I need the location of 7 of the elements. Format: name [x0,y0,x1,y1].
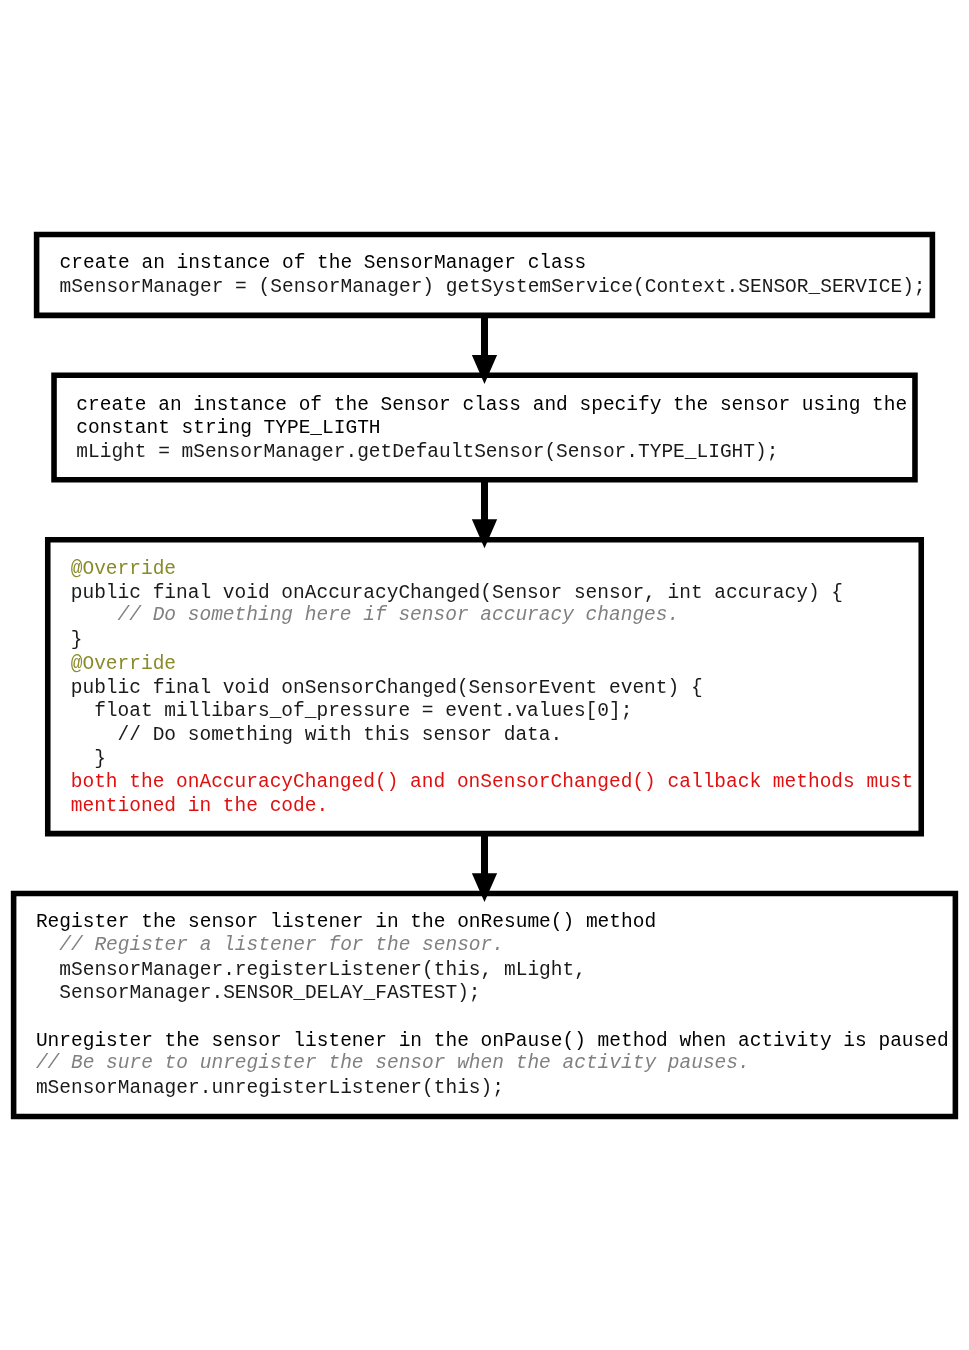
node-box: create an instance of the SensorManager class mSensorManager = (SensorManager) getSystemService(Context.SENSOR_SERVICE); [33,231,936,318]
node-box: @Override public final void onAccuracyChanged(Sensor sensor, int accuracy) { // Do something here if sensor accuracy changes. } @Override public final void onSensorChanged(SensorEvent event) { float millibars_of_pressure = event.values[0]; // Do something with this sensor data. } both the onAccuracyChanged() and onSensorChanged() callback methods must mentioned in the code. [44,536,925,836]
node-box: create an instance of the Sensor class and specify the sensor using the constant string TYPE_LIGTH mLight = mSensorManager.getDefaultSensor(Sensor.TYPE_LIGHT); [51,372,918,483]
arrow [471,833,498,902]
node-box: Register the sensor listener in the onResume() method // Register a listener for the sensor. mSensorManager.registerListener(this, mLight, SensorManager.SENSOR_DELAY_FASTEST); Unregister the sensor listener in the onPause() method when activity is paused // Be sure to unregister the sensor when the activity pauses. mSensorManager.unregisterListener(this); [10,890,959,1119]
arrow [471,479,498,548]
arrow [471,315,498,384]
